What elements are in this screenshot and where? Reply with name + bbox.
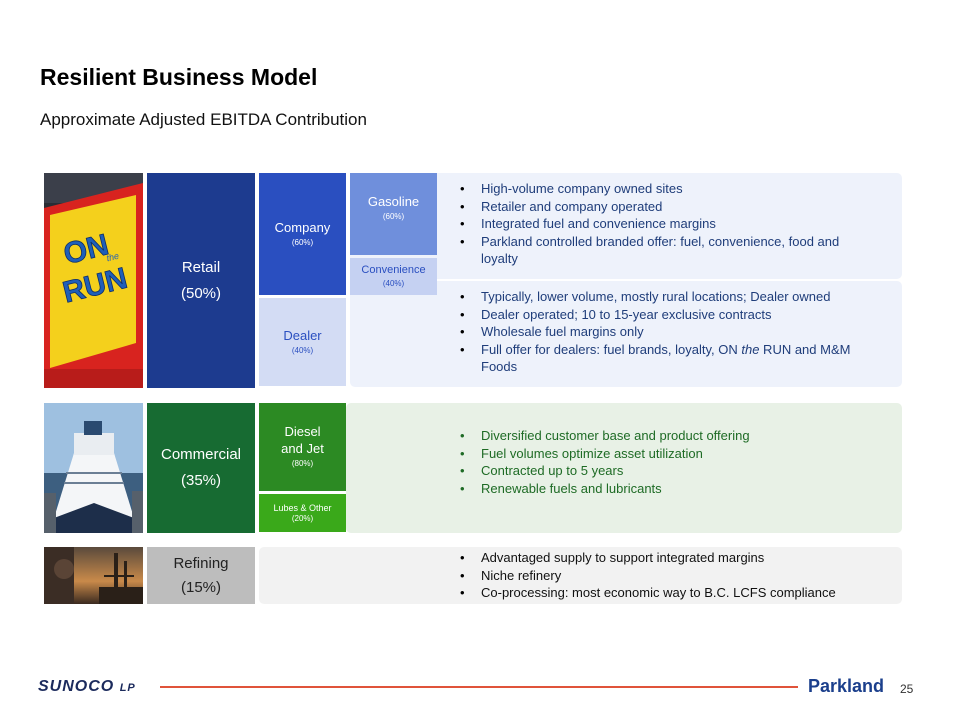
retail-label: Retail (181, 258, 221, 276)
bullet-text-after: RUN and M&M Foods (481, 341, 851, 375)
list-item: Niche refinery (455, 567, 895, 585)
list-item: Diversified customer base and product of… (455, 427, 885, 445)
diesel-pct: (80%) (291, 459, 314, 468)
convenience-block: Convenience (40%) (350, 258, 437, 295)
list-item: Renewable fuels and lubricants (455, 480, 885, 498)
list-item: Co-processing: most economic way to B.C.… (455, 584, 895, 602)
retail-pct: (50%) (180, 284, 221, 302)
company-label: Company (274, 219, 331, 235)
list-item: Retailer and company operated (455, 198, 865, 216)
dealer-block: Dealer (40%) (259, 298, 346, 386)
company-pct: (60%) (291, 237, 314, 247)
parkland-logo: Parkland (808, 676, 885, 696)
list-item: Parkland controlled branded offer: fuel,… (455, 233, 865, 268)
retail-photo: ON the RUN (44, 173, 143, 388)
dealer-pct: (40%) (291, 345, 314, 355)
jet-label: and Jet (281, 441, 324, 456)
page-title: Resilient Business Model (40, 64, 318, 90)
diesel-label: Diesel (284, 424, 321, 439)
list-item: Advantaged supply to support integrated … (455, 549, 895, 567)
list-item: Integrated fuel and convenience margins (455, 215, 865, 233)
company-bullet-list: High-volume company owned sites Retailer… (455, 180, 865, 268)
convenience-label: Convenience (361, 263, 426, 276)
commercial-label: Commercial (160, 446, 241, 463)
refining-pct: (15%) (180, 578, 221, 596)
list-item: Full offer for dealers: fuel brands, loy… (455, 341, 895, 376)
commercial-bullet-list: Diversified customer base and product of… (455, 427, 885, 497)
page-number: 25 (900, 682, 914, 696)
gasoline-pct: (60%) (382, 212, 405, 221)
refining-block: Refining (15%) (147, 547, 255, 604)
list-item: Typically, lower volume, mostly rural lo… (455, 288, 895, 306)
refining-photo (44, 547, 143, 604)
gasoline-label: Gasoline (367, 194, 420, 209)
bullet-text-before: Full offer for dealers: fuel brands, loy… (481, 341, 742, 357)
lubes-label: Lubes & Other (273, 503, 332, 513)
sunoco-logo-main: SUNOCO (38, 678, 115, 695)
list-item: High-volume company owned sites (455, 180, 865, 198)
bullet-text-italic: the (741, 341, 760, 357)
commercial-pct: (35%) (180, 472, 221, 489)
commercial-photo (44, 403, 143, 533)
list-item: Dealer operated; 10 to 15-year exclusive… (455, 306, 895, 324)
refining-bullet-list: Advantaged supply to support integrated … (455, 549, 895, 602)
sunoco-logo: SUNOCO LP (38, 678, 136, 696)
sign-the-text: the (105, 251, 120, 264)
commercial-block: Commercial (35%) (147, 403, 255, 533)
lubes-pct: (20%) (291, 514, 314, 523)
list-item: Wholesale fuel margins only (455, 323, 895, 341)
company-block: Company (60%) (259, 173, 346, 295)
list-item: Contracted up to 5 years (455, 462, 885, 480)
sunoco-logo-suffix: LP (119, 682, 136, 694)
page-subtitle: Approximate Adjusted EBITDA Contribution (40, 110, 367, 129)
diesel-jet-block: Diesel and Jet (80%) (259, 403, 346, 491)
footer-divider (160, 686, 798, 688)
list-item: Fuel volumes optimize asset utilization (455, 445, 885, 463)
lubes-block: Lubes & Other (20%) (259, 494, 346, 532)
refining-label: Refining (173, 554, 229, 572)
convenience-pct: (40%) (382, 278, 405, 288)
retail-block: Retail (50%) (147, 173, 255, 388)
dealer-label: Dealer (283, 327, 322, 343)
dealer-bullet-list: Typically, lower volume, mostly rural lo… (455, 288, 895, 376)
gasoline-block: Gasoline (60%) (350, 173, 437, 255)
